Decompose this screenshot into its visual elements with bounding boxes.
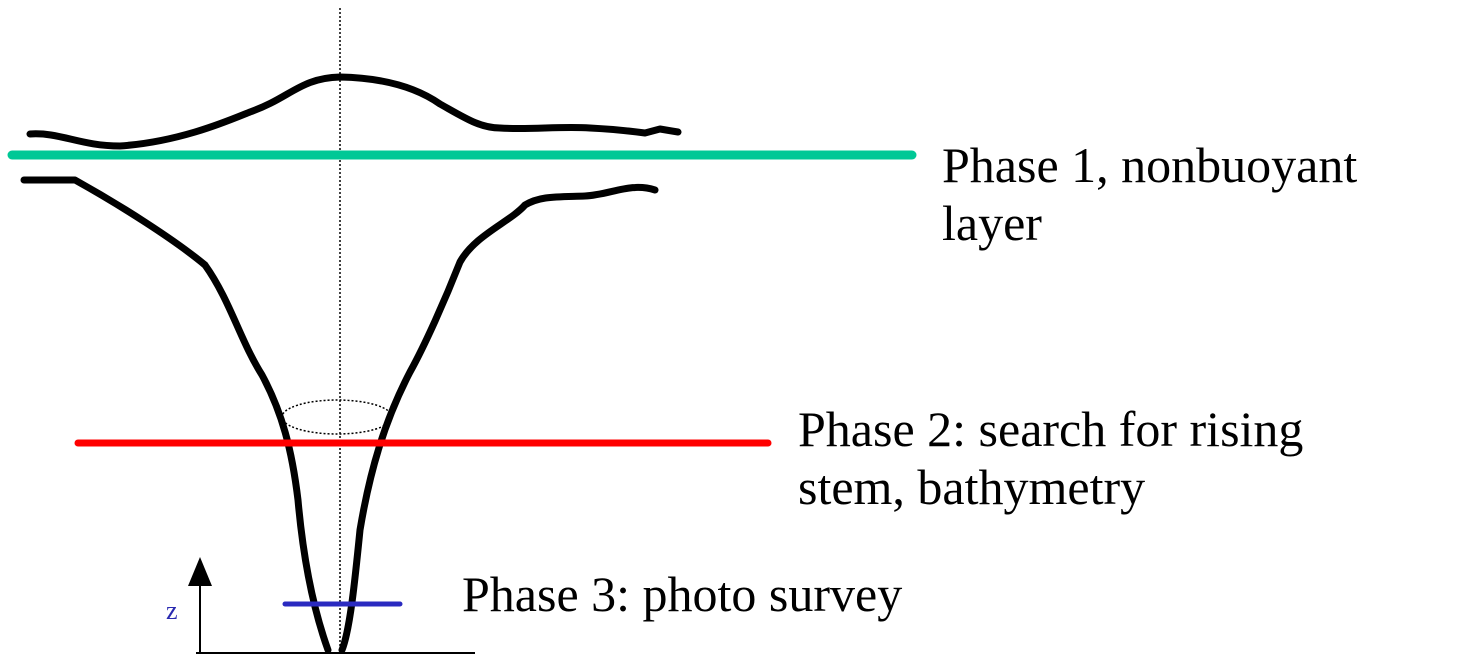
phase2-label-line1: Phase 2: search for rising [798, 401, 1304, 457]
plume-left-contour [20, 176, 332, 654]
phase3-label-line1: Phase 3: photo survey [462, 566, 903, 622]
phase1-label-line2: layer [942, 195, 1042, 251]
plume-right-contour [338, 183, 659, 654]
z-axis-arrowhead [188, 557, 212, 586]
phase1-label-line1: Phase 1, nonbuoyant [942, 137, 1358, 193]
phase1-label: Phase 1, nonbuoyant layer [942, 136, 1357, 252]
plume-top-contour [26, 73, 682, 150]
phase3-label: Phase 3: photo survey [462, 565, 902, 623]
stem-cross-section-ellipse [281, 399, 393, 435]
phase2-label-line2: stem, bathymetry [798, 459, 1146, 515]
z-axis-label: z [166, 596, 178, 625]
phase2-label: Phase 2: search for rising stem, bathyme… [798, 400, 1303, 516]
